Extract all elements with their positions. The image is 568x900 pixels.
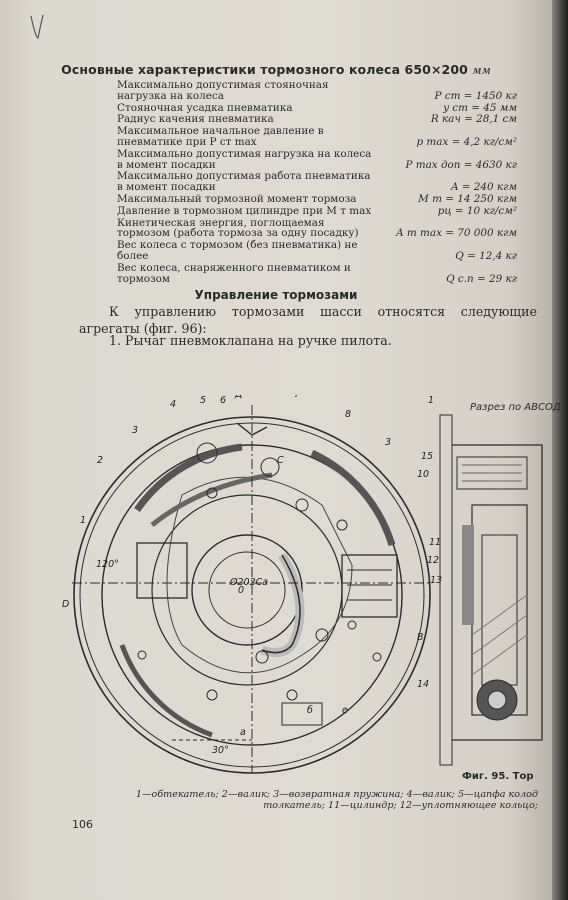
figure-annotation: 30° bbox=[212, 745, 229, 756]
spec-value: R кач = 28,1 см bbox=[430, 113, 517, 126]
spec-label: Вес колеса с тормозом (без пневматика) н… bbox=[117, 239, 358, 262]
callout-label: 11 bbox=[429, 537, 441, 548]
section-heading: Управление тормозами bbox=[194, 288, 358, 302]
spec-label: Давление в тормозном цилиндре при M т ma… bbox=[117, 204, 372, 217]
callout-label: 12 bbox=[427, 555, 439, 566]
page-number: 106 bbox=[72, 818, 93, 831]
spec-value: P ст = 1450 кг bbox=[434, 89, 517, 102]
spec-value: Q = 12,4 кг bbox=[455, 249, 517, 262]
callout-label: 13 bbox=[430, 575, 442, 586]
callout-label: 1 bbox=[428, 395, 434, 406]
callout-label: 2 bbox=[97, 455, 103, 466]
legend-line-2: толкатель; 11—цилиндр; 12—уплотняющее ко… bbox=[263, 800, 538, 811]
paragraph-intro: К управлению тормозами шасси относятся с… bbox=[79, 304, 537, 336]
spec-row: Максимально допустимая работа пневматика… bbox=[117, 171, 517, 193]
callout-label: 3 bbox=[385, 437, 391, 448]
callout-label: 5 bbox=[200, 395, 206, 406]
callout-label: 4 bbox=[170, 399, 176, 410]
spec-row: Максимальное начальное давление в пневма… bbox=[117, 126, 517, 148]
spec-label: Максимальный тормозной момент тормоза bbox=[117, 192, 357, 205]
callout-label: 6 bbox=[220, 395, 226, 406]
figure-annotation: 120° bbox=[96, 559, 119, 570]
spec-label: Максимально допустимая нагрузка на колес… bbox=[117, 147, 372, 171]
callout-label: D bbox=[62, 599, 69, 610]
spec-row: Стояночная усадка пневматика y ст = 45 мм bbox=[117, 101, 517, 114]
spec-label: Максимально допустимая стояночная нагруз… bbox=[117, 79, 329, 102]
spec-label: Кинетическая энергия, поглощаемая тормоз… bbox=[117, 216, 359, 240]
spec-row: Вес колеса, снаряженного пневматиком и т… bbox=[117, 261, 517, 285]
brake-wheel-drawing: 123456Д78310111213151В14аебD0120°30°Ø202… bbox=[62, 395, 543, 774]
callout-label: 8 bbox=[345, 409, 351, 420]
spec-row: Максимально допустимая нагрузка на колес… bbox=[117, 147, 517, 171]
spec-label: Стояночная усадка пневматика bbox=[117, 101, 293, 114]
callout-label: 0 bbox=[238, 585, 244, 596]
spec-row: Радиус качения пневматика R кач = 28,1 см bbox=[117, 114, 517, 125]
figure-annotation: Ø202Са bbox=[229, 577, 268, 588]
callout-label: Д bbox=[234, 395, 242, 400]
section-view-label: Разрез по АВСОД bbox=[470, 402, 561, 413]
callout-label: а bbox=[240, 727, 246, 738]
callout-label: 15 bbox=[421, 451, 433, 462]
callout-label: В bbox=[417, 632, 424, 643]
callout-label: 10 bbox=[417, 469, 429, 480]
book-page bbox=[0, 0, 552, 900]
spec-row: Кинетическая энергия, поглощаемая тормоз… bbox=[117, 216, 517, 240]
callout-label: б bbox=[307, 705, 313, 716]
spec-row: Максимально допустимая стояночная нагруз… bbox=[117, 80, 517, 102]
spec-row: Вес колеса с тормозом (без пневматика) н… bbox=[117, 240, 517, 262]
page-binding-shadow bbox=[552, 0, 568, 900]
figure-caption: Фиг. 95. Тор bbox=[462, 771, 534, 782]
pencil-mark bbox=[30, 14, 44, 39]
callout-label: 7 bbox=[294, 395, 300, 400]
figure-legend: 1—обтекатель; 2—валик; 3—возвратная пруж… bbox=[118, 789, 538, 811]
spec-value: p max = 4,2 кг/см² bbox=[416, 135, 517, 148]
spec-value: Q с.п = 29 кг bbox=[446, 272, 517, 285]
spec-label: Максимально допустимая работа пневматика… bbox=[117, 170, 371, 194]
spec-value: A т max = 70 000 кгм bbox=[396, 227, 517, 240]
spec-value: A = 240 кгм bbox=[450, 181, 517, 194]
spec-label: Максимальное начальное давление в пневма… bbox=[117, 125, 324, 148]
figure-annotation: C bbox=[277, 455, 284, 466]
spec-label: Вес колеса, снаряженного пневматиком и т… bbox=[117, 261, 351, 285]
callout-label: 3 bbox=[132, 425, 138, 436]
spec-row: Давление в тормозном цилиндре при M т ma… bbox=[117, 204, 517, 217]
callout-label: е bbox=[342, 705, 348, 716]
paragraph-item-1: 1. Рычаг пневмоклапана на ручке пилота. bbox=[109, 333, 392, 348]
spec-value: y ст = 45 мм bbox=[443, 101, 517, 114]
callout-label: 14 bbox=[417, 679, 429, 690]
legend-line-1: 1—обтекатель; 2—валик; 3—возвратная пруж… bbox=[135, 789, 538, 800]
callout-label: 1 bbox=[80, 515, 86, 526]
spec-row: Максимальный тормозной момент тормоза M т… bbox=[117, 194, 517, 205]
spec-table: Максимально допустимая стояночная нагруз… bbox=[117, 80, 517, 285]
spec-value: P max доп = 4630 кг bbox=[405, 158, 517, 171]
spec-value: M т = 14 250 кгм bbox=[418, 192, 517, 205]
spec-label: Радиус качения пневматика bbox=[117, 113, 274, 126]
spec-value: pц = 10 кг/см² bbox=[437, 204, 517, 217]
spec-table-title: Основные характеристики тормозного колес… bbox=[61, 62, 491, 77]
